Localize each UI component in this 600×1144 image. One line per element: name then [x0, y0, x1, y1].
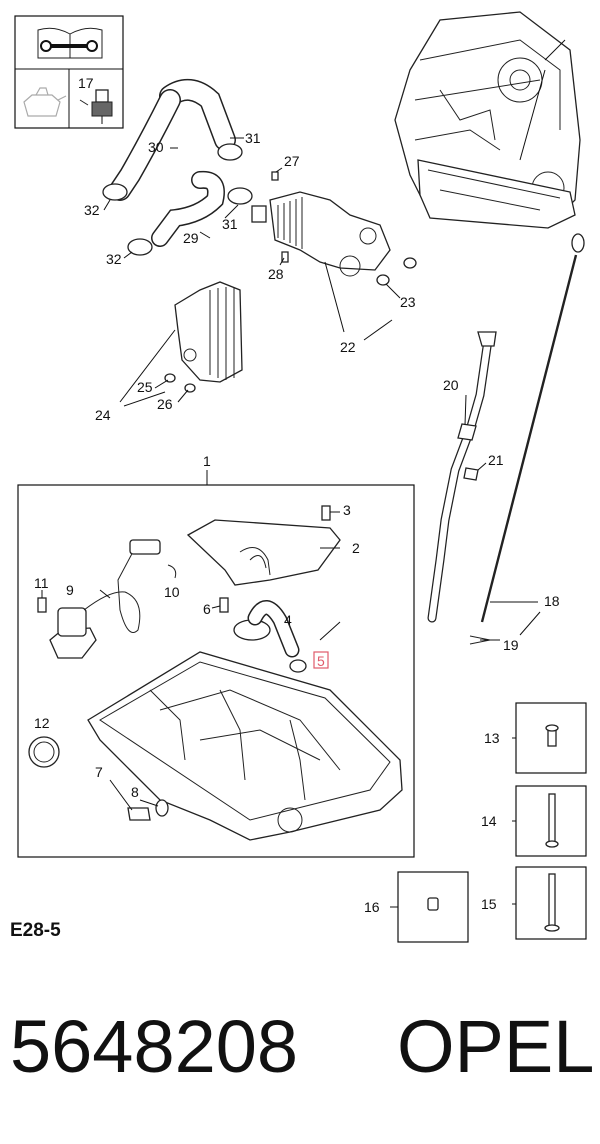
- bolt-box-13: [515, 702, 587, 774]
- baffle-plate: [186, 519, 341, 586]
- oil-cooler-small: [164, 281, 243, 393]
- callout-27: 27: [284, 153, 300, 169]
- oil-pickup: [219, 505, 331, 673]
- oil-sensor-icon: [79, 89, 113, 124]
- dipstick: [469, 233, 585, 645]
- callout-24: 24: [95, 407, 111, 423]
- callout-6: 6: [203, 601, 211, 617]
- service-manual-icon: [37, 27, 103, 59]
- callout-15: 15: [481, 896, 497, 912]
- callout-26: 26: [157, 396, 173, 412]
- oil-pan: [28, 651, 403, 841]
- oil-cooler: [251, 171, 417, 286]
- callout-labels: 1 2 3 4 5 6 7 8 9 10 11 12 13 14 15 16 1…: [34, 130, 560, 915]
- callout-10: 10: [164, 584, 180, 600]
- hose-30: [109, 79, 236, 201]
- leader-lines: [41, 137, 541, 908]
- hose-clamps: [102, 143, 253, 256]
- callout-31-lower: 31: [222, 216, 238, 232]
- highlight-box: [313, 651, 329, 669]
- callout-30: 30: [148, 139, 164, 155]
- part-number: 5648208: [10, 1005, 298, 1088]
- callout-1: 1: [203, 453, 211, 469]
- callout-32-upper: 32: [84, 202, 100, 218]
- engine-illustration: [394, 11, 581, 229]
- callout-29: 29: [183, 230, 199, 246]
- pin-box-16: [397, 871, 469, 943]
- callout-14: 14: [481, 813, 497, 829]
- oil-can-icon: [23, 87, 67, 117]
- brand-name: OPEL: [397, 1005, 594, 1088]
- callout-20: 20: [443, 377, 459, 393]
- legend-box: 17: [14, 15, 124, 129]
- callout-21: 21: [488, 452, 504, 468]
- callout-13: 13: [484, 730, 500, 746]
- section-code: E28-5: [10, 920, 61, 941]
- oil-level-sensor: [37, 539, 177, 659]
- oil-pan-assembly-box: [17, 484, 415, 858]
- bolt-box-14: [515, 785, 587, 857]
- callout-3: 3: [343, 502, 351, 518]
- callout-7: 7: [95, 764, 103, 780]
- legend-label: 17: [78, 75, 94, 91]
- callout-5: 5: [317, 653, 325, 669]
- callout-2: 2: [352, 540, 360, 556]
- callout-28: 28: [268, 266, 284, 282]
- callout-25: 25: [137, 379, 153, 395]
- dipstick-tube: [427, 331, 497, 623]
- hose-29: [151, 170, 225, 247]
- callout-16: 16: [364, 899, 380, 915]
- callout-19: 19: [503, 637, 519, 653]
- callout-11: 11: [34, 575, 49, 591]
- callout-32-lower: 32: [106, 251, 122, 267]
- callout-23: 23: [400, 294, 416, 310]
- callout-12: 12: [34, 715, 50, 731]
- callout-9: 9: [66, 582, 74, 598]
- callout-18: 18: [544, 593, 560, 609]
- callout-22: 22: [340, 339, 356, 355]
- callout-8: 8: [131, 784, 139, 800]
- bolt-box-15: [515, 866, 587, 940]
- callout-4: 4: [284, 612, 292, 628]
- callout-31-upper: 31: [245, 130, 261, 146]
